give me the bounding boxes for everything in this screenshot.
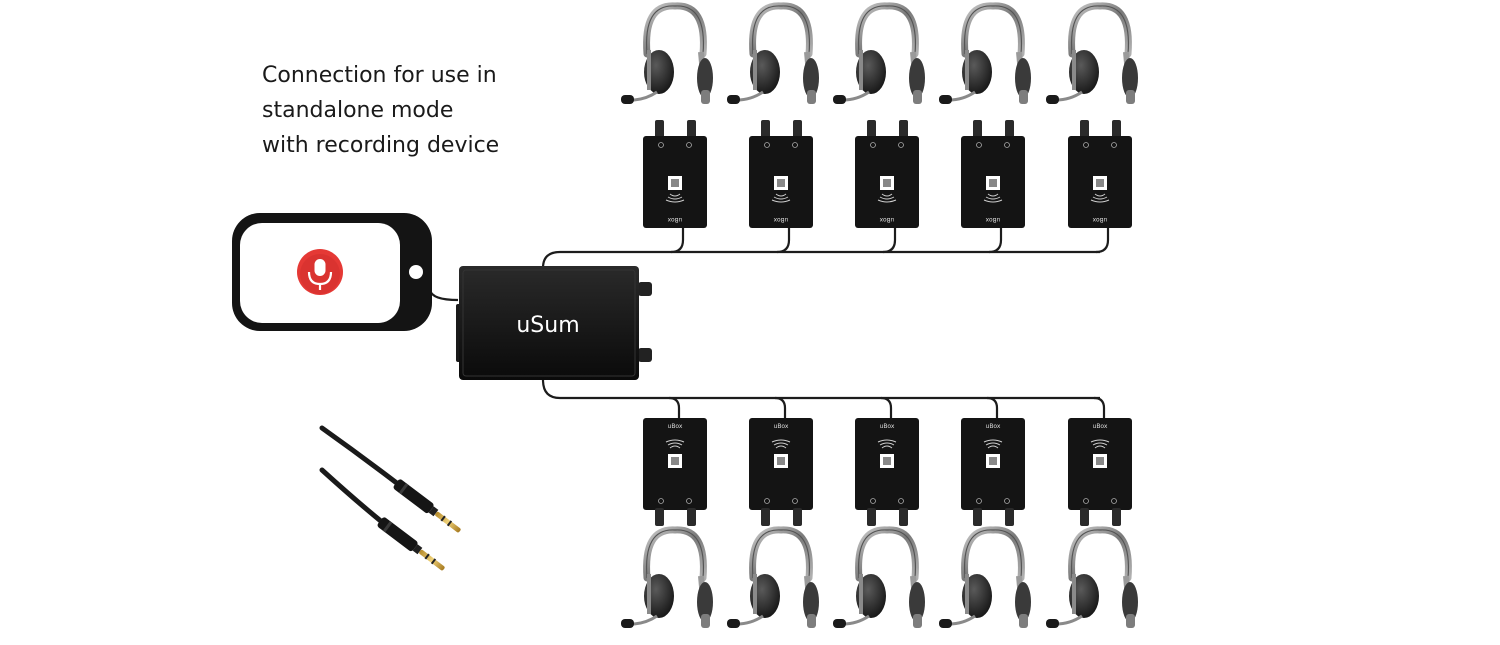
drop-cable xyxy=(880,396,893,420)
drop-cable xyxy=(1095,228,1110,254)
top-drop-cables xyxy=(670,228,1110,254)
recording-device xyxy=(232,213,432,331)
drop-cable xyxy=(668,396,681,420)
caption-line-3: with recording device xyxy=(262,133,500,158)
drop-cable xyxy=(882,228,897,254)
ubox-unit: uBox xyxy=(961,120,1025,228)
ubox-label: uBox xyxy=(668,423,683,430)
bottom-station-row: uBox uBox uBox uBox uBox xyxy=(621,418,1138,628)
ubox-label: uBox xyxy=(773,216,788,223)
station-top: uBox xyxy=(1046,2,1138,228)
caption-line-1: Connection for use in xyxy=(262,63,497,88)
station-bottom: uBox xyxy=(727,418,819,628)
headset-icon xyxy=(621,2,713,104)
ubox-unit: uBox xyxy=(855,418,919,526)
station-bottom: uBox xyxy=(939,418,1031,628)
drop-cable xyxy=(776,228,791,254)
station-top: uBox xyxy=(833,2,925,228)
ubox-label: uBox xyxy=(667,216,682,223)
ubox-label: uBox xyxy=(985,216,1000,223)
drop-cable xyxy=(670,228,685,254)
ubox-unit: uBox xyxy=(749,120,813,228)
top-station-row: uBox uBox uBox uBox uBox xyxy=(621,2,1138,228)
headset-icon xyxy=(727,2,819,104)
ubox-unit: uBox xyxy=(643,120,707,228)
ubox-unit: uBox xyxy=(855,120,919,228)
ubox-label: uBox xyxy=(880,423,895,430)
station-top: uBox xyxy=(939,2,1031,228)
drop-cable xyxy=(774,396,787,420)
ubox-unit: uBox xyxy=(1068,120,1132,228)
station-top: uBox xyxy=(621,2,713,228)
drop-cable xyxy=(988,228,1003,254)
drop-cable xyxy=(986,396,999,420)
headset-icon xyxy=(1046,2,1138,104)
audio-jack-cable-icon xyxy=(319,425,461,571)
drop-cable xyxy=(1093,396,1106,420)
ubox-unit: uBox xyxy=(749,418,813,526)
diagram-caption: Connection for use in standalone mode wi… xyxy=(262,58,592,163)
top-bus-cable xyxy=(541,250,1100,269)
headset-icon xyxy=(833,526,925,628)
station-bottom: uBox xyxy=(833,418,925,628)
home-button xyxy=(409,265,423,279)
bottom-drop-cables xyxy=(668,396,1106,420)
caption-line-2: standalone mode xyxy=(262,98,454,123)
headset-icon xyxy=(621,526,713,628)
ubox-label: uBox xyxy=(879,216,894,223)
headset-icon xyxy=(939,2,1031,104)
headset-icon xyxy=(1046,526,1138,628)
ubox-unit: uBox xyxy=(961,418,1025,526)
ubox-label: uBox xyxy=(1092,216,1107,223)
ubox-label: uBox xyxy=(1093,423,1108,430)
microphone-icon xyxy=(297,249,343,295)
ubox-unit: uBox xyxy=(643,418,707,526)
station-top: uBox xyxy=(727,2,819,228)
station-bottom: uBox xyxy=(1046,418,1138,628)
headset-icon xyxy=(727,526,819,628)
bottom-bus-cable xyxy=(541,379,1100,400)
usum-hub: uSum xyxy=(456,266,652,380)
ubox-unit: uBox xyxy=(1068,418,1132,526)
ubox-label: uBox xyxy=(774,423,789,430)
ubox-label: uBox xyxy=(986,423,1001,430)
headset-icon xyxy=(833,2,925,104)
station-bottom: uBox xyxy=(621,418,713,628)
headset-icon xyxy=(939,526,1031,628)
hub-label: uSum xyxy=(516,313,579,338)
